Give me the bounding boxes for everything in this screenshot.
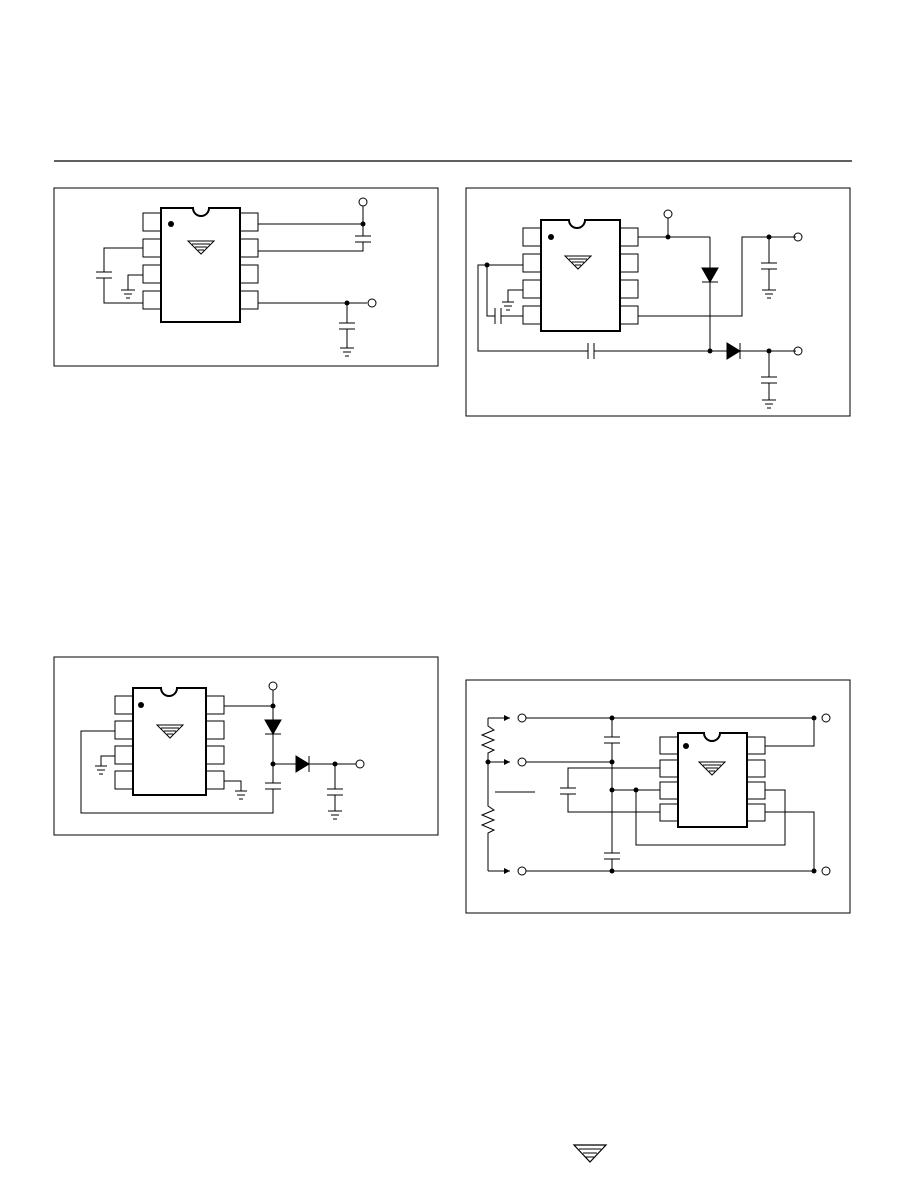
diode-icon (265, 720, 281, 734)
terminal-icon[interactable] (518, 758, 526, 766)
ic-chip (143, 208, 258, 322)
terminal-icon[interactable] (518, 867, 526, 875)
diode-icon (727, 343, 740, 359)
pin1-dot (548, 234, 554, 240)
figure-frame (466, 680, 850, 913)
terminal-icon[interactable] (359, 198, 367, 206)
pin1-dot (683, 743, 689, 749)
figure-bottom-left (54, 657, 438, 835)
wiring (478, 210, 802, 408)
wiring (81, 682, 364, 819)
terminal-icon[interactable] (356, 760, 364, 768)
wiring (96, 198, 376, 356)
terminal-icon[interactable] (794, 347, 802, 355)
pin1-dot (138, 702, 144, 708)
ic-chip (115, 688, 224, 795)
footer-logo (574, 1145, 606, 1162)
figure-top-right (466, 188, 850, 416)
ic-chip (660, 733, 765, 827)
terminal-icon[interactable] (518, 714, 526, 722)
triangle-logo-icon (187, 240, 215, 255)
triangle-logo-icon (156, 724, 184, 739)
ic-chip (523, 220, 638, 331)
diode-icon (296, 756, 309, 772)
figure-top-left (54, 188, 438, 366)
triangle-logo-icon (698, 761, 726, 776)
figure-bottom-right (466, 680, 850, 913)
triangle-logo-icon (574, 1145, 606, 1162)
resistor-icon (482, 718, 494, 762)
figure-frame (54, 188, 438, 366)
wiring (482, 714, 830, 875)
diode-icon (702, 268, 718, 282)
triangle-logo-icon (564, 255, 592, 270)
figure-frame (466, 188, 850, 416)
terminal-icon[interactable] (664, 210, 672, 218)
pin1-dot (168, 221, 174, 227)
terminal-icon[interactable] (822, 867, 830, 875)
resistor-icon (482, 762, 494, 871)
terminal-icon[interactable] (269, 682, 277, 690)
terminal-icon[interactable] (794, 233, 802, 241)
terminal-icon[interactable] (822, 714, 830, 722)
terminal-icon[interactable] (368, 299, 376, 307)
figure-frame (54, 657, 438, 835)
